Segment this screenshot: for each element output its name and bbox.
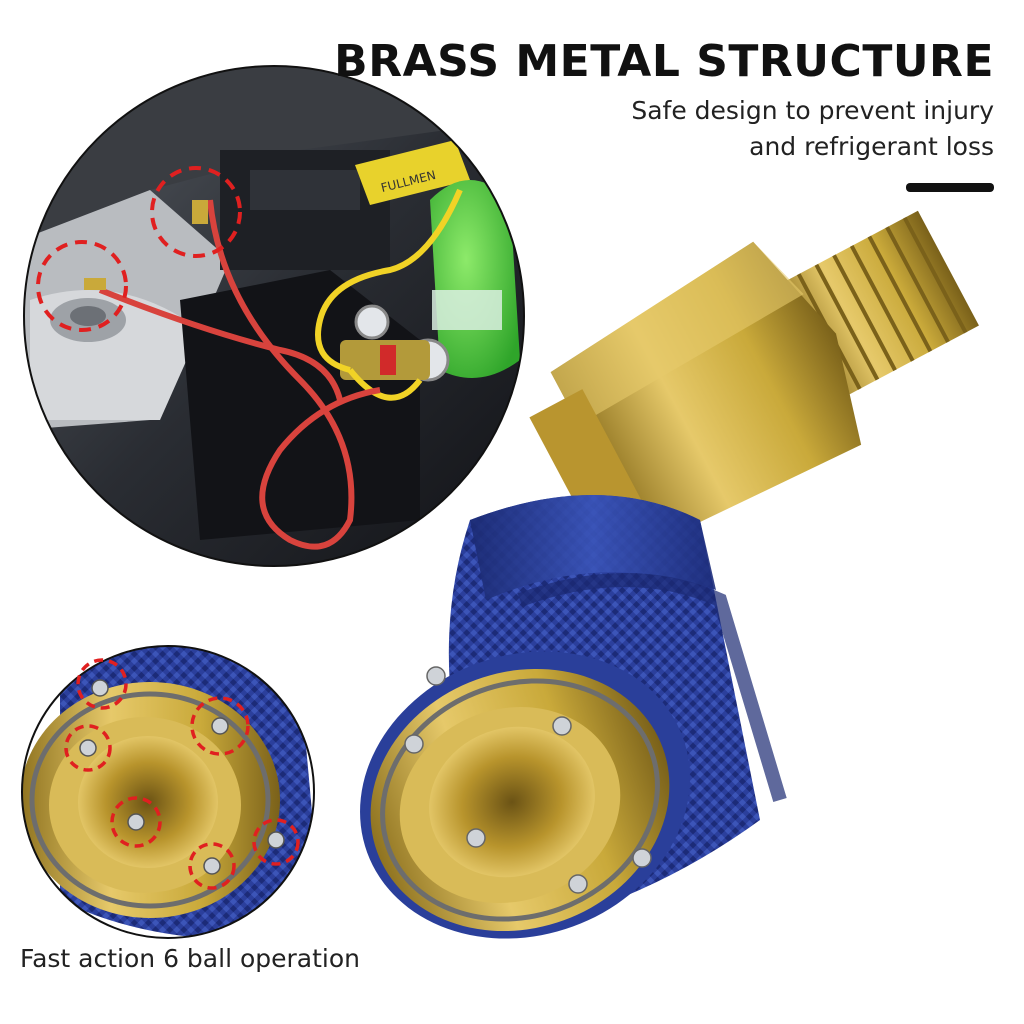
highlight-circle [188,842,236,890]
accent-bar [906,183,994,192]
highlight-circle [110,796,162,848]
engine-bay-photo: FULLMEN [23,65,525,567]
subtitle-line-2: and refrigerant loss [749,132,994,161]
headline: BRASS METAL STRUCTURE [334,36,994,87]
highlight-circle [190,696,250,756]
ball-detail-photo [21,645,315,939]
highlight-circle [76,658,128,710]
feature-caption: Fast action 6 ball operation [20,944,360,973]
highlight-circle [252,818,300,866]
subtitle-line-1: Safe design to prevent injury [631,96,994,125]
highlight-circle [64,724,112,772]
highlight-circle [150,166,242,258]
quick-coupler-product [360,210,979,939]
highlight-circle [36,240,128,332]
